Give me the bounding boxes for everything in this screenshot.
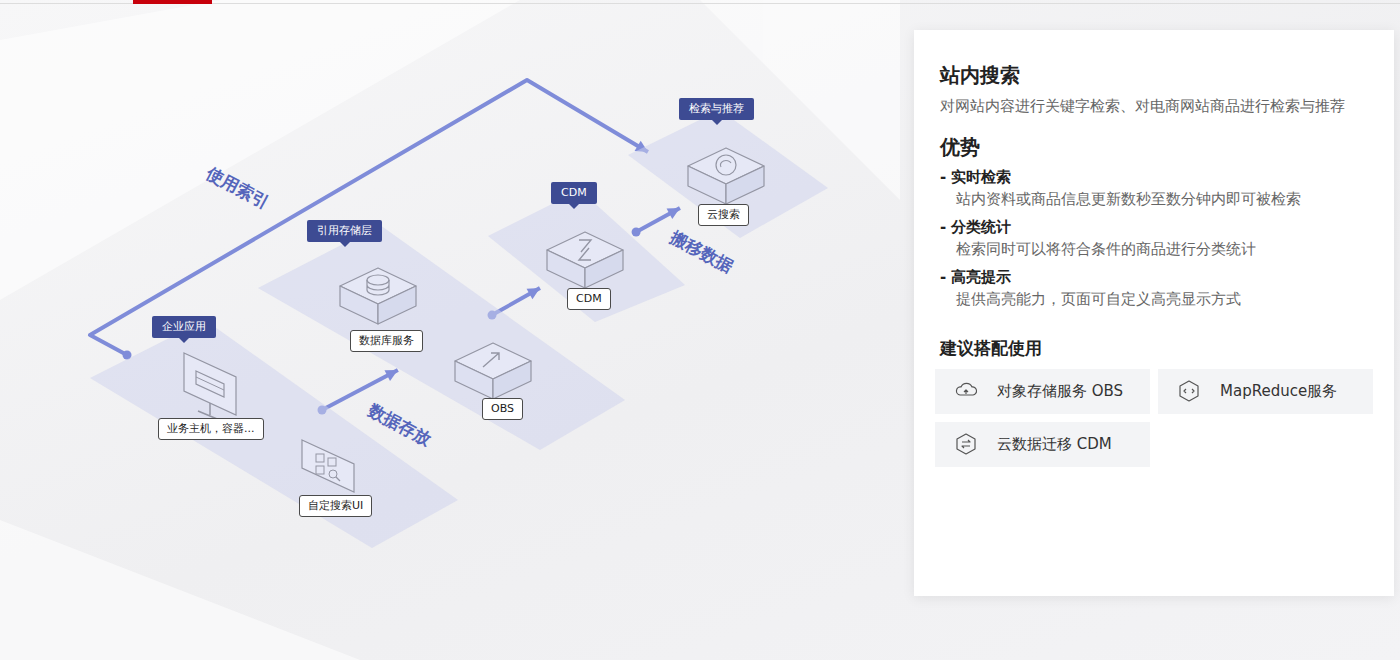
device-text: 云搜索 (707, 208, 740, 222)
device-text: CDM (576, 292, 602, 306)
panel-text: 检索同时可以将符合条件的商品进行分类统计 (940, 239, 1368, 259)
edge-label: 使用索引 (203, 162, 274, 214)
recommend-item: 对象存储服务 OBS (935, 369, 1150, 414)
arrow-head (384, 370, 397, 381)
panel-text: 提供高亮能力，页面可自定义高亮显示方式 (940, 289, 1368, 309)
panel-text: 站内搜索 (940, 62, 1368, 88)
connector (632, 208, 680, 237)
icon-stroke (1180, 381, 1198, 401)
edge-label: 搬移数据 (667, 226, 738, 278)
arrow-head (667, 208, 680, 219)
connector-start (632, 228, 641, 237)
panel-text: 优势 (940, 135, 1368, 159)
tag-label: CDM (551, 182, 597, 204)
info-panel: 站内搜索对网站内容进行关键字检索、对电商网站商品进行检索与推荐优势 - 实时检索站… (914, 30, 1394, 596)
plane-fill (628, 110, 828, 238)
device-text: OBS (491, 402, 514, 416)
panel-text: - 分类统计 (940, 217, 1368, 237)
panel-text: - 实时检索 (940, 167, 1368, 187)
recommend-item: MapReduce服务 (1158, 369, 1373, 414)
device-label: 自定搜索UI (299, 495, 372, 517)
icon-stroke (1184, 389, 1194, 393)
device-label: 数据库服务 (350, 330, 423, 352)
recommend-item: 云数据迁移 CDM (935, 422, 1150, 467)
panel-text: 站内资料或商品信息更新数秒至数分钟内即可被检索 (940, 189, 1368, 209)
icon-stroke (962, 440, 970, 448)
icon-stroke (957, 434, 975, 454)
item-text: 云数据迁移 CDM (997, 435, 1112, 453)
tag-label: 检索与推荐 (679, 98, 754, 120)
panel-text: 对网站内容进行关键字检索、对电商网站商品进行检索与推荐 (940, 96, 1368, 116)
service-icon (1178, 380, 1200, 402)
plane-band: 检索与推荐云搜索 (625, 100, 830, 245)
device-label: 业务主机，容器... (158, 418, 264, 440)
service-icon (955, 380, 977, 402)
device-text: 业务主机，容器... (167, 422, 255, 436)
arrow-head (527, 288, 540, 299)
icon-stroke (956, 383, 976, 395)
icon-stroke (964, 390, 968, 394)
recommend-grid: 对象存储服务 OBS MapReduce服务云数据迁移 CDM (935, 369, 1368, 467)
tag-label: 企业应用 (152, 316, 216, 338)
background-shapes (0, 0, 900, 660)
top-accent (133, 0, 212, 4)
connector-line (322, 370, 398, 410)
tag-label: 引用存储层 (307, 220, 382, 242)
item-text: 对象存储服务 OBS (997, 382, 1123, 400)
device-label: 云搜索 (698, 204, 749, 226)
connector-line (636, 208, 680, 232)
item-text: MapReduce服务 (1220, 382, 1337, 400)
plane-fill (488, 190, 685, 322)
device-label: OBS (482, 398, 523, 420)
plane-band: CDM CDM (485, 180, 690, 325)
device-text: 数据库服务 (359, 334, 414, 348)
panel-text: - 高亮提示 (940, 267, 1368, 287)
device-label: CDM (567, 288, 611, 310)
panel-text: 建议搭配使用 (940, 337, 1368, 359)
device-text: 自定搜索UI (308, 499, 363, 513)
service-icon (955, 433, 977, 455)
